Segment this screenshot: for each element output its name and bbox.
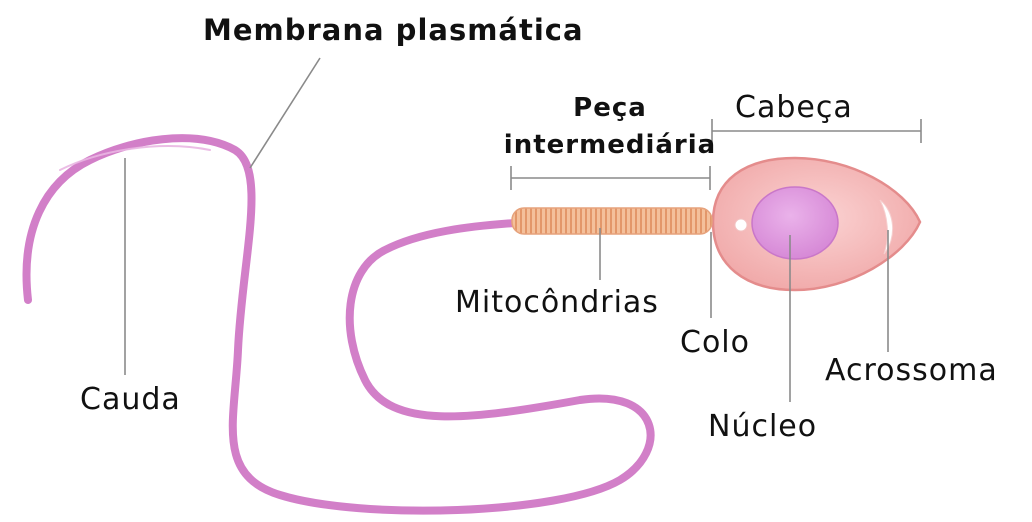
head (713, 158, 920, 290)
nucleus (752, 187, 838, 259)
midpiece-mitochondria-sheath (512, 208, 712, 234)
membrane-label: Membrana plasmática (203, 13, 584, 47)
neck-label: Colo (680, 325, 750, 360)
midpiece-label-line1: Peça (573, 93, 647, 123)
midpiece-label-line2: intermediária (504, 130, 716, 160)
tail (27, 138, 651, 510)
centriole-dot (735, 219, 747, 231)
mitochondria-label: Mitocôndrias (455, 285, 659, 320)
midpiece-bracket (511, 166, 710, 190)
membrane-leader (250, 58, 320, 168)
head-label: Cabeça (735, 90, 853, 125)
midpiece (512, 208, 712, 234)
nucleus-label: Núcleo (708, 409, 817, 444)
tail-label: Cauda (80, 382, 181, 417)
acrosome-label: Acrossoma (825, 353, 998, 388)
tail-flagellum (27, 138, 651, 510)
